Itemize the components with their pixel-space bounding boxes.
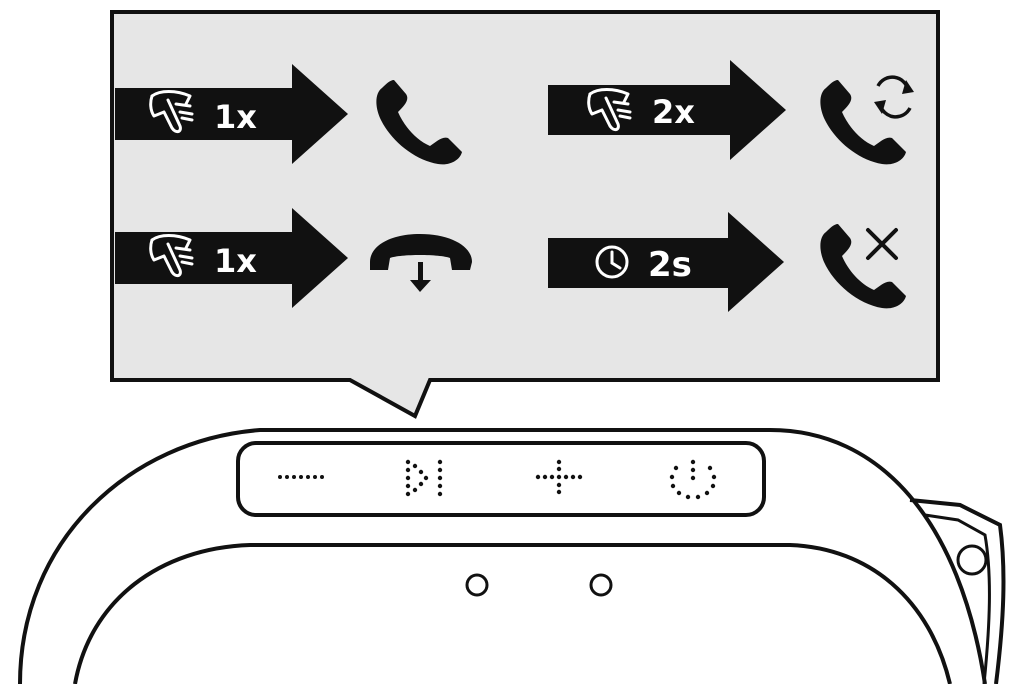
tap-hand-icon xyxy=(149,90,194,134)
indicator-led-left xyxy=(465,573,489,597)
callout-bubble xyxy=(110,10,940,419)
gesture-row-answer: 1x xyxy=(115,64,462,165)
phone-reject-icon xyxy=(820,224,906,309)
arrow xyxy=(548,212,784,312)
hold-duration-label: 2s xyxy=(648,245,692,285)
phone-redial-icon xyxy=(820,75,914,165)
volume-plus-icon[interactable] xyxy=(535,459,583,495)
play-pause-icon[interactable] xyxy=(405,459,443,497)
dash-icon[interactable] xyxy=(278,475,324,479)
speaker-strap xyxy=(909,498,1006,684)
clock-icon xyxy=(595,245,629,279)
gesture-row-redial: 2x xyxy=(548,60,914,165)
tap-hand-icon xyxy=(149,234,194,278)
hang-up-icon xyxy=(370,234,472,292)
phone-icon xyxy=(376,80,462,165)
tap-count-label: 2x xyxy=(652,93,695,131)
arrow xyxy=(115,64,348,164)
tap-hand-icon xyxy=(587,88,632,132)
speaker-strap-inner xyxy=(924,513,991,684)
power-icon[interactable] xyxy=(669,459,717,500)
arrow xyxy=(115,208,348,308)
callout-frame xyxy=(110,10,940,419)
control-panel xyxy=(236,441,766,517)
tap-count-label: 1x xyxy=(214,98,257,136)
indicator-led-right xyxy=(589,573,613,597)
speaker-strap-knob xyxy=(956,544,988,576)
speaker-device xyxy=(18,428,1006,684)
gesture-row-reject: 2s xyxy=(548,212,906,312)
arrow xyxy=(548,60,786,160)
gesture-row-hangup: 1x xyxy=(115,208,472,308)
tap-count-label: 1x xyxy=(214,242,257,280)
speaker-top-contour xyxy=(73,543,952,684)
